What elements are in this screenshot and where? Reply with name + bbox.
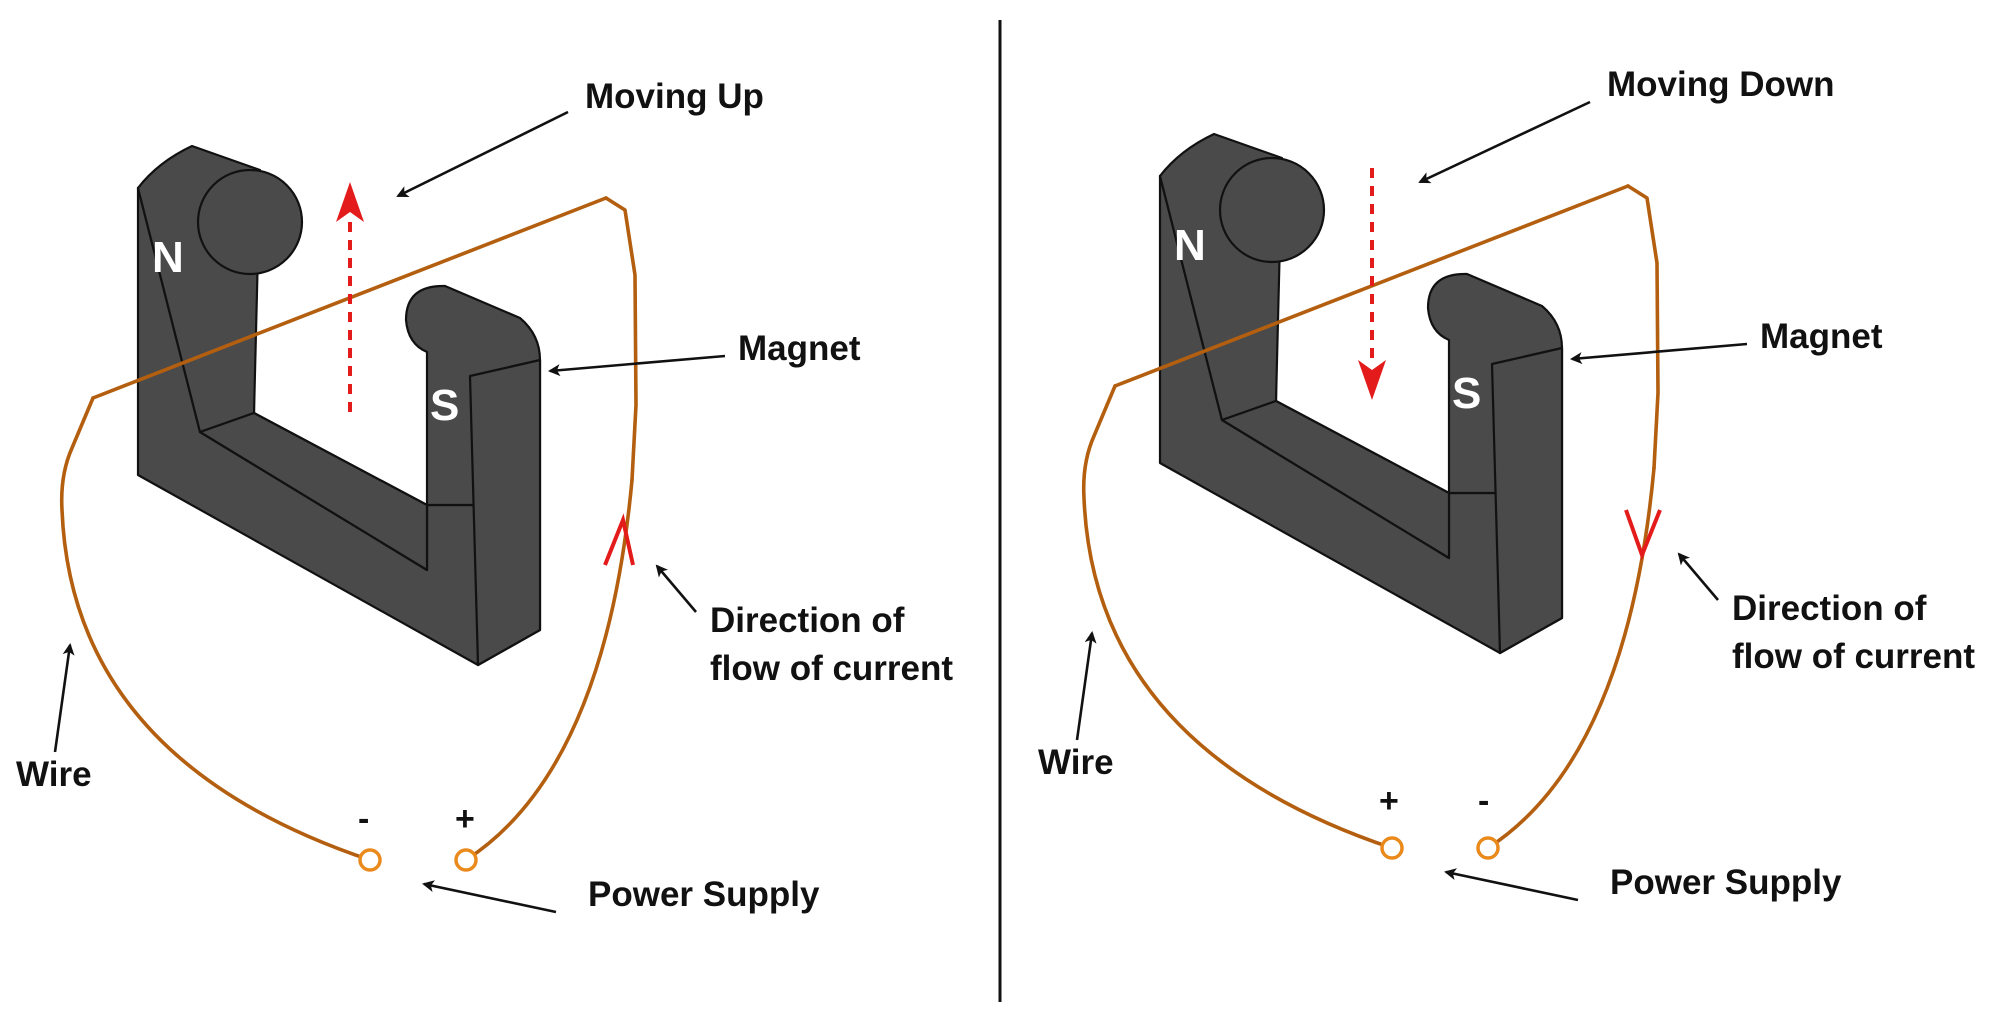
wire-back-segment xyxy=(1081,184,1660,850)
south-pole-label: S xyxy=(430,381,459,430)
motion-down-arrow xyxy=(1358,168,1386,400)
wire-back-segment xyxy=(59,196,638,862)
left-panel: N S - + Moving Up Magnet Direction of fl… xyxy=(16,77,953,914)
positive-terminal-sign: + xyxy=(455,800,475,838)
horseshoe-magnet: N S xyxy=(136,144,542,667)
current-direction-arrowhead xyxy=(603,513,635,566)
power-supply-label: Power Supply xyxy=(588,875,820,914)
negative-terminal-sign: - xyxy=(358,800,369,838)
south-pole-label: S xyxy=(1452,369,1481,418)
power-supply-label: Power Supply xyxy=(1610,863,1842,902)
current-direction-label-line2: flow of current xyxy=(1732,637,1975,676)
wire-label: Wire xyxy=(16,755,92,794)
negative-terminal xyxy=(358,848,382,872)
current-direction-label-line1: Direction of xyxy=(1732,589,1927,628)
negative-terminal xyxy=(1476,836,1500,860)
north-pole-label: N xyxy=(152,233,184,282)
wire-label: Wire xyxy=(1038,743,1114,782)
motion-up-arrow xyxy=(336,182,364,412)
current-direction-arrowhead xyxy=(1624,509,1662,561)
positive-terminal xyxy=(1380,836,1404,860)
horseshoe-magnet: N S xyxy=(1158,132,1564,655)
motion-label: Moving Down xyxy=(1607,65,1834,104)
magnet-label: Magnet xyxy=(738,329,861,368)
motion-label: Moving Up xyxy=(585,77,764,116)
north-pole-label: N xyxy=(1174,221,1206,270)
positive-terminal xyxy=(454,848,478,872)
positive-terminal-sign: + xyxy=(1379,782,1399,820)
magnet-label: Magnet xyxy=(1760,317,1883,356)
right-panel: N S + - Moving Down Magnet Direction of … xyxy=(1038,65,1975,902)
current-direction-label-line2: flow of current xyxy=(710,649,953,688)
current-direction-label-line1: Direction of xyxy=(710,601,905,640)
negative-terminal-sign: - xyxy=(1478,782,1489,820)
